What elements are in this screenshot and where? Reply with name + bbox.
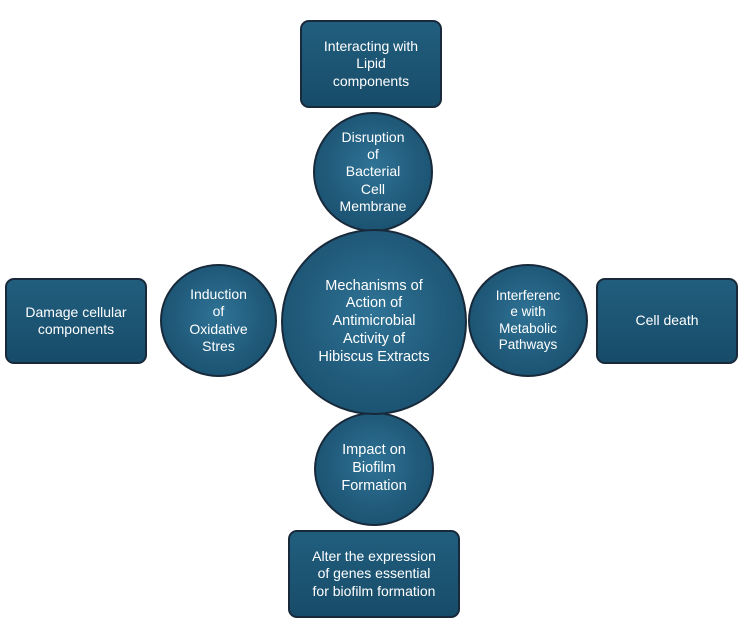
mechanism-circle-membrane: Disruption of Bacterial Cell Membrane [313, 112, 433, 232]
outcome-box-damage-label: Damage cellular components [25, 303, 127, 337]
outcome-box-damage: Damage cellular components [5, 278, 147, 364]
mechanism-circle-biofilm-label: Impact on Biofilm Formation [341, 442, 407, 494]
mechanism-circle-oxidative-label: Induction of Oxidative Stres [189, 286, 248, 354]
outcome-box-lipid: Interacting with Lipid components [300, 20, 442, 108]
mechanism-circle-metabolic-label: Interferenc e with Metabolic Pathways [495, 287, 561, 352]
outcome-box-cell-death: Cell death [596, 278, 738, 364]
outcome-box-cell-death-label: Cell death [635, 312, 699, 329]
outcome-box-gene-expression-label: Alter the expression of genes essential … [312, 548, 436, 599]
mechanism-circle-membrane-label: Disruption of Bacterial Cell Membrane [339, 129, 407, 214]
mechanism-circle-metabolic: Interferenc e with Metabolic Pathways [468, 264, 588, 377]
central-circle: Mechanisms of Action of Antimicrobial Ac… [281, 229, 467, 415]
central-circle-label: Mechanisms of Action of Antimicrobial Ac… [318, 277, 430, 365]
mechanism-circle-oxidative: Induction of Oxidative Stres [160, 264, 277, 377]
outcome-box-gene-expression: Alter the expression of genes essential … [288, 530, 460, 618]
mechanism-circle-biofilm: Impact on Biofilm Formation [314, 412, 434, 526]
outcome-box-lipid-label: Interacting with Lipid components [323, 38, 419, 89]
